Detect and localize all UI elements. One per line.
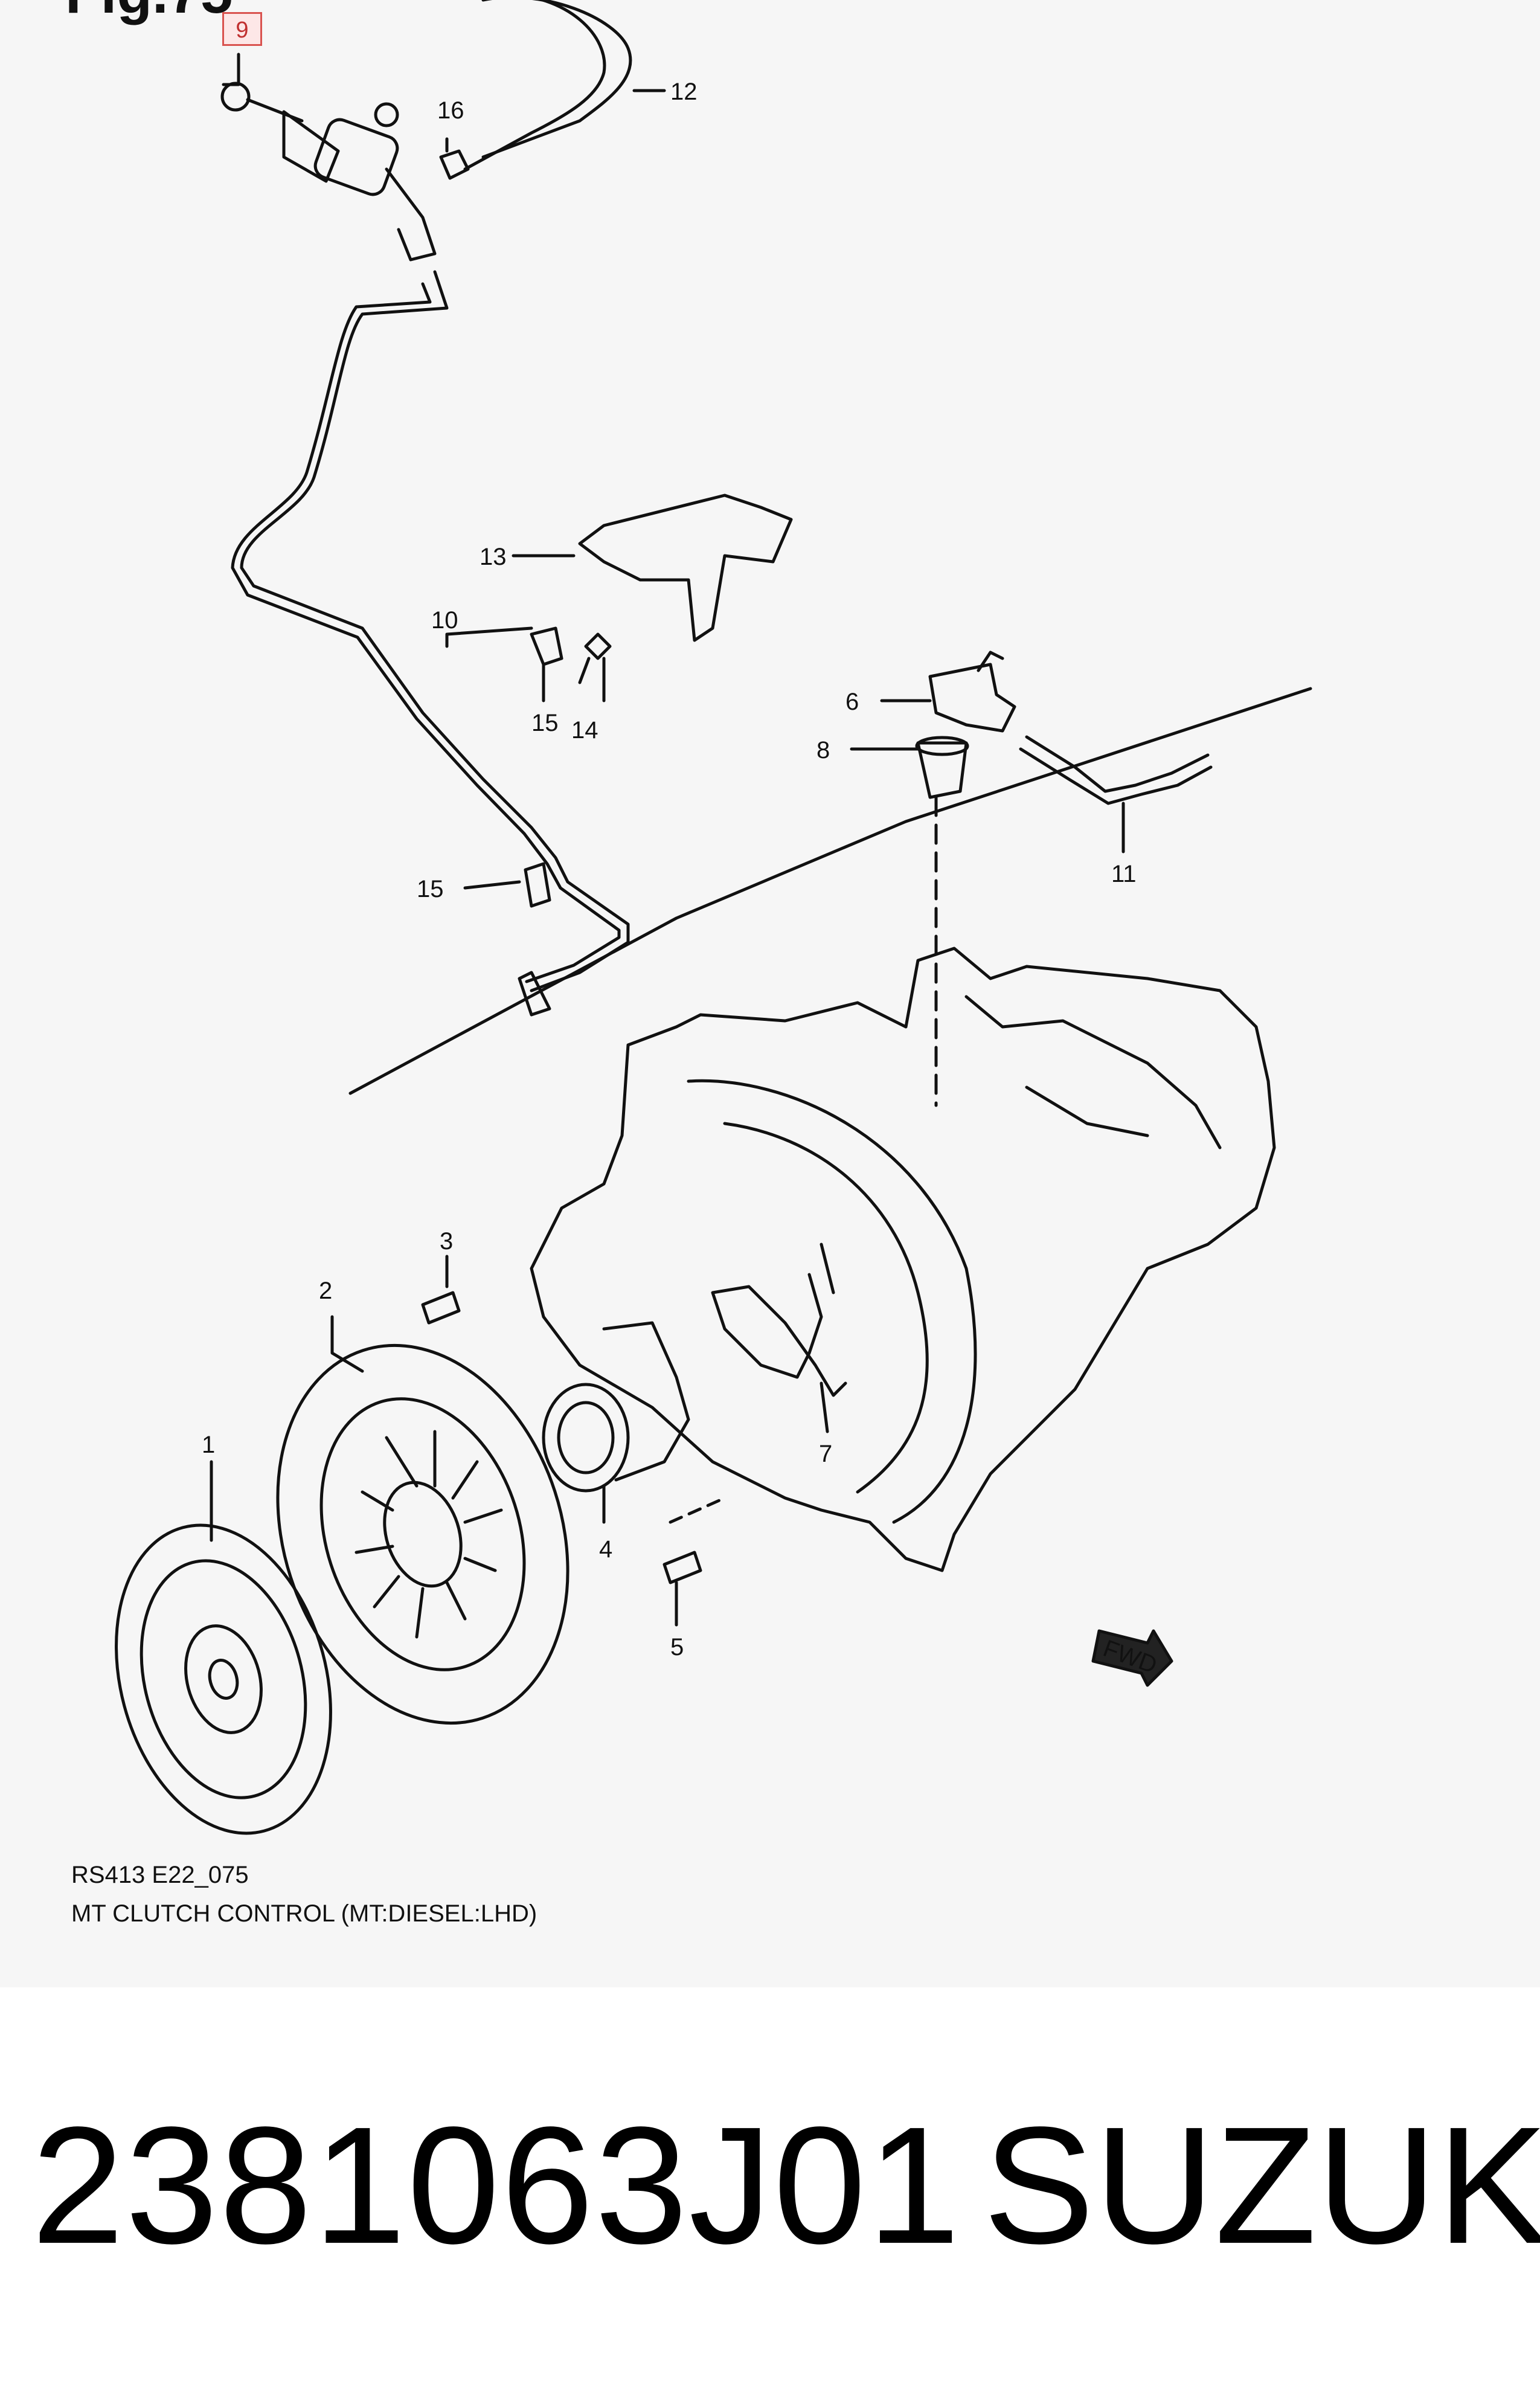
release-bearing-4 [542,1321,690,1493]
callout-15-lower: 15 [417,876,444,902]
fwd-arrow-icon [1091,1629,1173,1687]
guide-line-upper [348,687,1312,1095]
bolt-14 [578,632,612,684]
callout-13: 13 [480,544,507,570]
callout-7: 7 [819,1441,832,1467]
hose-7 [711,1273,847,1397]
pressure-plate-2 [276,1343,569,1725]
brand-name: SUZUKI [983,2092,1540,2278]
bolt-3 [421,1291,461,1325]
bolt-5 [663,1551,702,1584]
clip-15-lower [524,862,551,908]
clip-15-upper [530,626,563,666]
highlight-number: 9 [236,18,249,43]
diagram-code: RS413 E22_075 [71,1862,249,1888]
callout-10: 10 [431,607,458,634]
pipe-10 [240,270,630,992]
callout-12: 12 [670,79,698,105]
callout-6: 6 [845,689,859,715]
pipe-11 [1025,735,1210,793]
callout-14: 14 [571,717,598,744]
parts-diagram: FWD 12 16 13 10 15 14 6 8 11 15 3 2 1 4 … [115,0,1312,1835]
callout-15-upper: 15 [531,710,559,736]
highlighted-part-label[interactable]: 9 [222,12,262,46]
figure-header: Fig.75 [65,0,233,27]
callout-8: 8 [817,737,830,764]
bracket-13 [578,494,793,642]
clip-16 [439,149,470,180]
clutch-disc-1 [115,1523,332,1835]
callout-4: 4 [599,1536,612,1563]
callout-2: 2 [319,1278,332,1304]
hose-12 [481,0,632,159]
fitting-6 [928,663,1016,733]
sleeve-8 [916,741,968,799]
callout-11: 11 [1111,861,1137,887]
callout-16: 16 [437,97,464,124]
transmission-housing [530,947,1276,1572]
callout-5: 5 [670,1634,684,1661]
callout-1: 1 [202,1432,215,1458]
callout-3: 3 [440,1228,453,1255]
diagram-area: Fig.75 [65,0,1312,1927]
part-number: 2381063J01 [31,2092,961,2278]
master-cylinder-9 [220,82,437,262]
diagram-title: MT CLUTCH CONTROL (MT:DIESEL:LHD) [71,1900,537,1927]
